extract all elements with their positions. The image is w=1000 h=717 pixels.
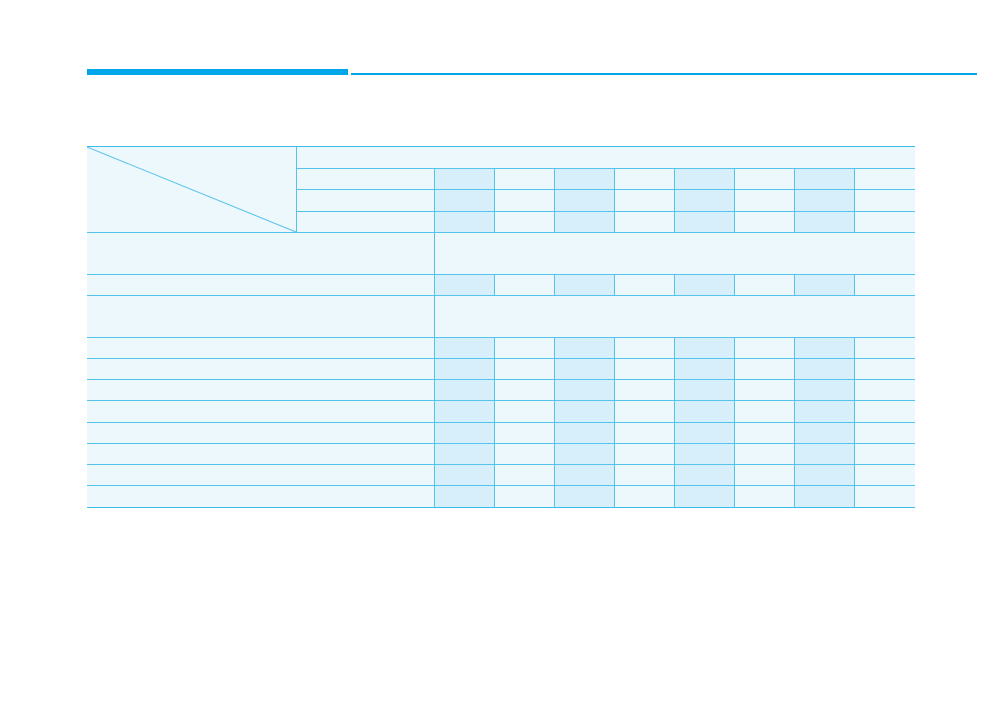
corner-diagonal-line (87, 147, 297, 233)
highlight-cell-col3-band1 (554, 168, 614, 232)
highlight-cell-col1-band2 (434, 274, 494, 295)
highlight-cell-col1-band1 (434, 168, 494, 232)
highlight-cell-col5-band1 (674, 168, 734, 232)
table-grid (87, 147, 915, 507)
title-rule-line (351, 73, 977, 75)
title-accent-bar (87, 69, 348, 75)
highlight-cell-col7-band1 (794, 168, 854, 232)
highlight-cell-col3-band2 (554, 274, 614, 295)
highlight-cell-col7-band2 (794, 274, 854, 295)
specification-table (87, 146, 915, 508)
highlight-cell-col5-band2 (674, 274, 734, 295)
